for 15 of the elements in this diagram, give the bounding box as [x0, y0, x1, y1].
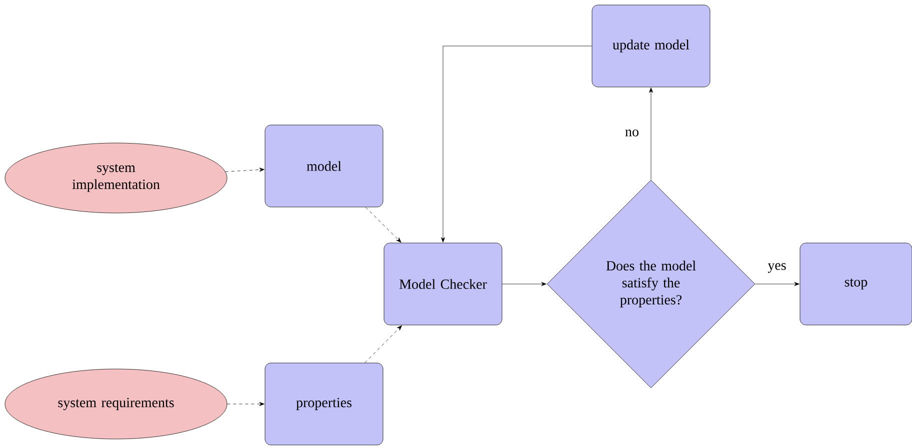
process-box: update model: [592, 4, 710, 88]
arrow: [365, 207, 402, 243]
arrow: [225, 168, 264, 172]
arrow: [227, 402, 264, 406]
process-box: Model Checker: [384, 242, 502, 326]
process-box: stop: [800, 242, 912, 326]
arrow: [441, 46, 592, 242]
edge-label: no: [624, 128, 640, 138]
process-box: properties: [264, 362, 384, 446]
arrow: [755, 282, 800, 286]
edge-label: yes: [766, 262, 788, 274]
process-box: model: [264, 124, 384, 208]
arrow: [364, 325, 402, 363]
arrow: [502, 282, 546, 286]
arrow: [649, 88, 653, 180]
